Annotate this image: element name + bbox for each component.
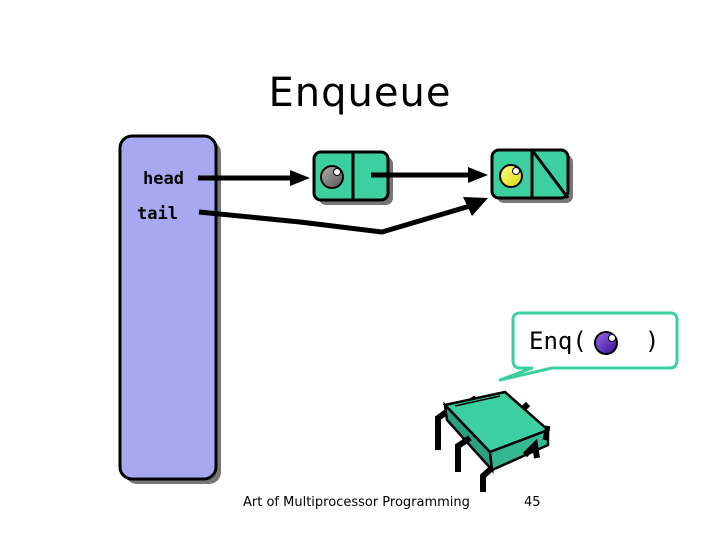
thread-chip-icon — [435, 390, 551, 492]
slide-title: Enqueue — [268, 70, 452, 116]
second-node — [490, 148, 573, 203]
tail-pointer-arrow — [198, 197, 488, 235]
page-number: 45 — [524, 495, 541, 510]
head-label: head — [143, 169, 184, 189]
enq-call-open: Enq( — [529, 327, 587, 355]
sentinel-node — [312, 150, 393, 205]
head-pointer-arrow — [198, 170, 310, 186]
enq-call-close: ) — [645, 327, 659, 355]
next-pointer-arrow — [371, 167, 488, 183]
queue-object — [118, 134, 221, 484]
footer-book-title: Art of Multiprocessor Programming — [243, 495, 470, 510]
null-pointer-slash — [530, 149, 570, 199]
enq-callout-bubble: Enq( ) — [498, 311, 679, 382]
tail-label: tail — [137, 204, 178, 224]
